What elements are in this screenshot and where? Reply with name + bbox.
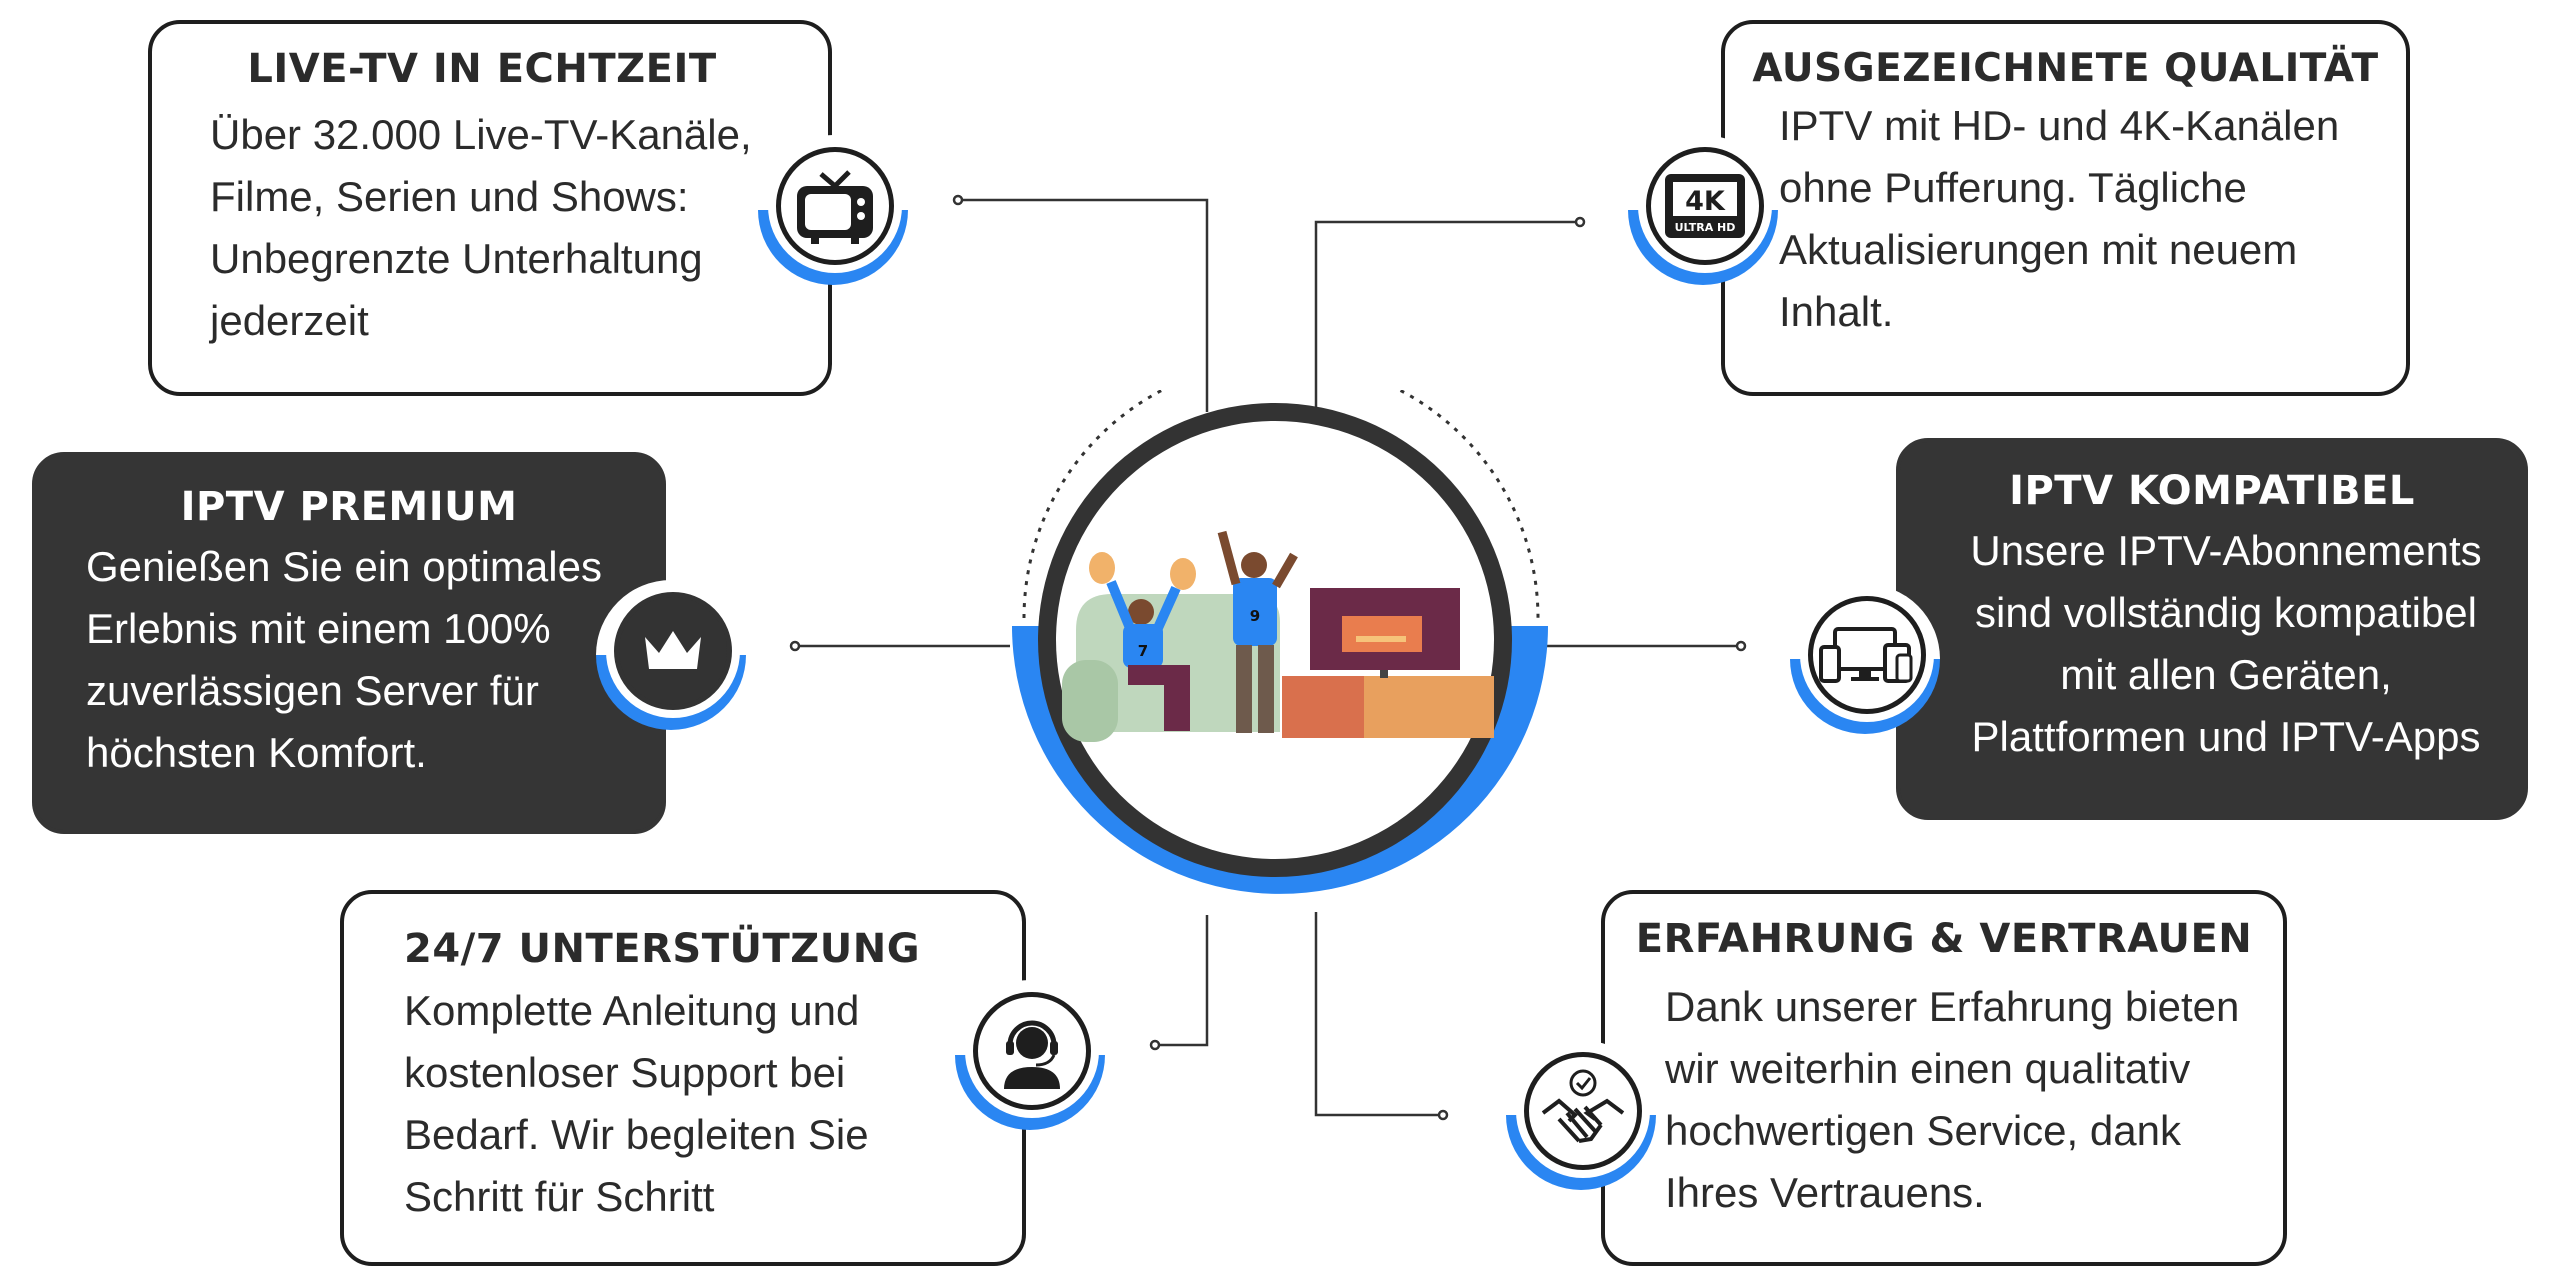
card-title: ERFAHRUNG & VERTRAUEN xyxy=(1635,916,2253,962)
crown-icon xyxy=(645,631,701,669)
card-line: Erlebnis mit einem 100% xyxy=(86,605,551,652)
card-title: LIVE-TV IN ECHTZEIT xyxy=(247,46,717,92)
card-line: mit allen Geräten, xyxy=(2060,651,2392,698)
ultra-hd-label: ULTRA HD xyxy=(1675,221,1736,234)
badge-compatible xyxy=(1790,584,1940,734)
card-live-tv: LIVE-TV IN ECHTZEIT Über 32.000 Live-TV-… xyxy=(148,20,832,396)
card-line: Aktualisierungen mit neuem xyxy=(1779,226,2298,273)
badge-premium xyxy=(596,580,746,730)
handshake-icon xyxy=(1541,1069,1625,1143)
card-title: IPTV KOMPATIBEL xyxy=(2009,468,2415,514)
card-support: 24/7 UNTERSTÜTZUNG Komplette Anleitung u… xyxy=(340,890,1026,1266)
card-line: kostenloser Support bei xyxy=(404,1049,846,1096)
card-quality: AUSGEZEICHNETE QUALITÄT IPTV mit HD- und… xyxy=(1721,20,2410,396)
card-trust: ERFAHRUNG & VERTRAUEN Dank unserer Erfah… xyxy=(1601,890,2287,1266)
card-line: Unsere IPTV-Abonnements xyxy=(1970,527,2482,574)
svg-text:9: 9 xyxy=(1250,607,1260,625)
4k-label: 4K xyxy=(1685,186,1726,217)
card-line: Über 32.000 Live-TV-Kanäle, xyxy=(210,111,752,158)
card-premium: IPTV PREMIUM Genießen Sie ein optimales … xyxy=(32,452,666,834)
card-line: sind vollständig kompatibel xyxy=(1975,589,2477,636)
4k-ultra-hd-icon: 4K ULTRA HD xyxy=(1665,174,1745,238)
badge-trust xyxy=(1506,1040,1656,1190)
svg-text:7: 7 xyxy=(1138,642,1148,660)
support-agent-icon xyxy=(1004,1020,1060,1089)
card-line: IPTV mit HD- und 4K-Kanälen xyxy=(1779,102,2340,149)
card-line: jederzeit xyxy=(210,297,369,344)
badge-quality: 4K ULTRA HD xyxy=(1628,135,1778,285)
badge-support xyxy=(955,980,1105,1130)
card-line: Genießen Sie ein optimales xyxy=(86,543,602,590)
card-line: Bedarf. Wir begleiten Sie xyxy=(404,1111,869,1158)
card-title: IPTV PREMIUM xyxy=(180,484,518,530)
card-line: Komplette Anleitung und xyxy=(404,987,860,1034)
card-compatible: IPTV KOMPATIBEL Unsere IPTV-Abonnements … xyxy=(1896,438,2528,820)
card-line: Plattformen und IPTV-Apps xyxy=(1971,713,2481,760)
card-line: Inhalt. xyxy=(1779,288,1894,335)
devices-icon xyxy=(1819,627,1913,683)
card-title: AUSGEZEICHNETE QUALITÄT xyxy=(1752,46,2379,91)
card-line: Filme, Serien und Shows: xyxy=(210,173,689,220)
card-line: Dank unserer Erfahrung bieten xyxy=(1665,983,2240,1030)
tv-icon xyxy=(797,170,873,244)
center-illustration: 7 9 xyxy=(1000,359,1560,930)
badge-live-tv xyxy=(758,135,908,285)
card-title: 24/7 UNTERSTÜTZUNG xyxy=(404,926,921,972)
card-line: hochwertigen Service, dank xyxy=(1665,1107,2181,1154)
card-line: Unbegrenzte Unterhaltung xyxy=(210,235,703,282)
card-line: wir weiterhin einen qualitativ xyxy=(1665,1045,2191,1092)
two-fans-cheering-tv-illustration: 7 9 xyxy=(1012,359,1548,894)
card-line: höchsten Komfort. xyxy=(86,729,427,776)
card-line: Schritt für Schritt xyxy=(404,1173,715,1220)
card-line: ohne Pufferung. Tägliche xyxy=(1779,164,2247,211)
card-line: zuverlässigen Server für xyxy=(86,667,539,714)
card-line: Ihres Vertrauens. xyxy=(1665,1169,1985,1216)
